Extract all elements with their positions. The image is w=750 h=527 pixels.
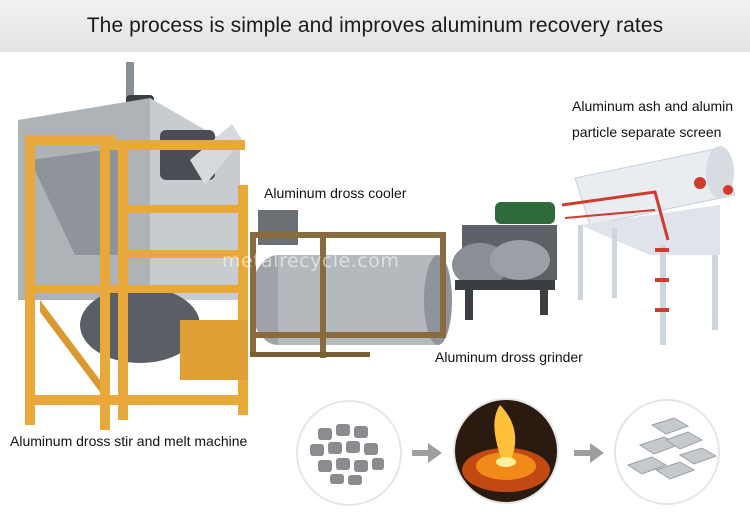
screen-label-line2: particle separate screen — [572, 124, 722, 140]
aluminum-ingots-circle — [614, 399, 720, 505]
screen-label-line1: Aluminum ash and alumin — [572, 98, 734, 114]
watermark: metalrecycle.com — [222, 250, 400, 272]
header-banner: The process is simple and improves alumi… — [0, 0, 750, 52]
cooler-label: Aluminum dross cooler — [264, 185, 407, 201]
dross-pellets-circle — [296, 400, 402, 506]
dross-grinder-image — [452, 202, 557, 320]
dross-cooler-image — [250, 210, 452, 358]
arrow-icon — [412, 443, 442, 463]
molten-aluminum-circle — [453, 398, 559, 504]
stir-melt-label: Aluminum dross stir and melt machine — [10, 433, 248, 449]
grinder-label: Aluminum dross grinder — [435, 349, 583, 365]
arrow-icon — [574, 443, 604, 463]
page-title: The process is simple and improves alumi… — [86, 14, 664, 37]
separate-screen-image — [561, 146, 736, 345]
stir-melt-machine-image — [18, 62, 248, 430]
